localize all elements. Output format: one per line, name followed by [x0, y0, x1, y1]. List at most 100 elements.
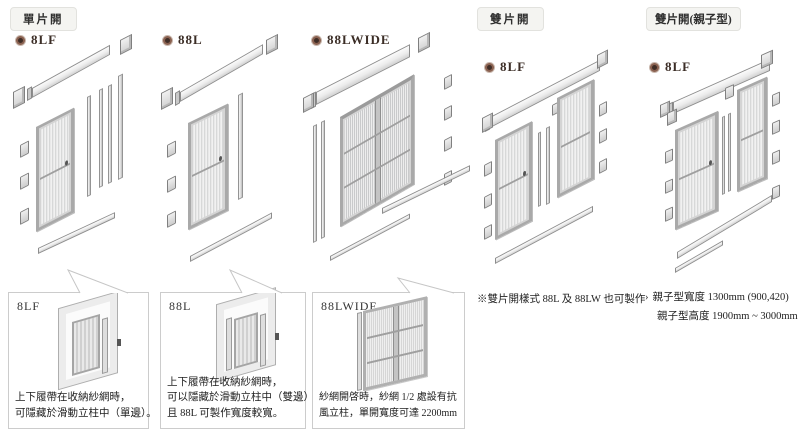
exploded-diagram-8lf	[8, 33, 150, 288]
mount-clip-part	[772, 119, 780, 135]
detail-drawing-88lwide	[349, 296, 441, 395]
corner-bracket-part	[597, 49, 608, 69]
vertical-slat-part	[313, 123, 317, 243]
detail-box-label: 8LF	[17, 299, 41, 313]
vertical-slat-part	[722, 115, 725, 195]
rail-endcap-part	[175, 90, 180, 106]
exploded-diagram-parent-child-8lf	[645, 49, 800, 287]
detail-box-text: 上下履帶在收納紗網時， 可以隱藏於滑動立柱中（雙邊） 且 88L 可製作寬度較寬…	[167, 375, 314, 422]
ring-dot-icon	[650, 62, 659, 72]
detail-box-8lf: 8LF 上下履帶在收納紗網時， 可隱藏於滑動立柱中（單邊）。	[8, 291, 157, 429]
section-header-double-label: 雙片開	[477, 7, 544, 31]
child-screen-panel-part	[737, 76, 767, 192]
detail-text-line: 可隱藏於滑動立柱中（單邊）。	[15, 407, 157, 419]
mount-clip-part	[665, 148, 673, 164]
vertical-slat-part	[87, 94, 91, 197]
section-header-single-label: 單片開	[10, 7, 77, 31]
vertical-slat-part	[546, 125, 550, 205]
mount-clip-part	[599, 100, 607, 117]
sliding-post-part	[102, 317, 108, 374]
detail-box-text: 紗網開啓時，紗網 1/2 處設有抗 風立柱，單開寬度可達 2200mm	[319, 390, 457, 421]
detail-box-label: 88L	[169, 299, 192, 313]
screen-panel-part	[234, 312, 258, 369]
pleated-screen-panel-part	[557, 79, 594, 198]
spec-height-text: 親子型高度 1900mm ~ 3000mm	[657, 311, 798, 322]
spec-width-text: 親子型寬度 1300mm (900,420)	[652, 292, 789, 303]
mount-clip-part	[444, 73, 452, 90]
variant-label: 88LWIDE	[327, 32, 391, 47]
detail-box-text: 上下履帶在收納紗網時， 可隱藏於滑動立柱中（單邊）。	[15, 390, 157, 421]
parent-screen-panel-part	[675, 110, 718, 230]
mount-clip-part	[167, 140, 176, 158]
mount-clip-part	[167, 210, 176, 228]
ring-dot-icon	[163, 35, 172, 45]
chevron-right-icon: ›	[645, 292, 649, 303]
vertical-slat-part	[99, 87, 103, 188]
spec-line-width: ›親子型寬度 1300mm (900,420)	[645, 288, 798, 307]
pleated-screen-panel-part	[188, 103, 228, 230]
double-note-text: ※雙片開樣式 88L 及 88LW 也可製作	[477, 294, 646, 305]
section-header-double: 雙片開	[477, 7, 544, 31]
vertical-slat-part	[238, 92, 243, 200]
wide-screen-door-part	[363, 296, 427, 391]
variant-label: 8LF	[500, 59, 527, 74]
detail-drawing-8lf	[51, 291, 143, 395]
vertical-slat-part	[108, 83, 112, 184]
callout-pointer	[66, 269, 129, 294]
mount-clip-part	[772, 184, 780, 200]
variant-row-8lf: 8LF	[16, 32, 57, 48]
detail-text-line: 且 88L 可製作寬度較寬。	[167, 407, 284, 419]
mount-clip-part	[599, 127, 607, 144]
corner-bracket-part	[161, 86, 173, 110]
ring-dot-icon	[485, 62, 494, 72]
sliding-post-part	[357, 311, 362, 391]
detail-box-88lwide: 88LWIDE 紗網開啓時，紗網 1/2 處設有抗 風立柱，單開寬度可達 220…	[312, 292, 465, 429]
spec-line-height: 親子型高度 1900mm ~ 3000mm	[657, 307, 798, 326]
latch-part	[117, 339, 121, 346]
section-header-parent-child: 雙片開(親子型)	[646, 7, 741, 31]
mount-clip-part	[665, 206, 673, 222]
mount-clip-part	[20, 140, 29, 158]
screen-panel-part	[72, 313, 100, 376]
callout-pointer	[396, 277, 455, 294]
section-header-single: 單片開	[10, 7, 77, 31]
detail-text-line: 可以隱藏於滑動立柱中（雙邊）	[167, 392, 314, 403]
top-rail-part	[180, 44, 263, 102]
variant-label: 88L	[178, 32, 203, 47]
mount-clip-part	[772, 149, 780, 165]
connector-clip-part	[725, 83, 734, 100]
corner-bracket-part	[303, 92, 314, 113]
mount-clip-part	[484, 223, 492, 240]
mount-clip-part	[484, 160, 492, 177]
mount-clip-part	[484, 192, 492, 209]
mount-clip-part	[665, 178, 673, 194]
latch-part	[275, 333, 279, 340]
sliding-post-part	[260, 313, 266, 367]
wide-screen-panel-part	[340, 74, 414, 227]
anti-wind-mullion-part	[393, 305, 399, 382]
variant-row-parent-child-8lf: 8LF	[650, 59, 691, 75]
mount-clip-part	[20, 207, 29, 225]
mount-clip-part	[444, 104, 452, 121]
corner-bracket-part	[667, 108, 677, 126]
corner-bracket-part	[266, 33, 278, 55]
rail-endcap-part	[27, 86, 32, 101]
exploded-diagram-double-8lf	[477, 49, 633, 287]
detail-text-line: 紗網開啓時，紗網 1/2 處設有抗	[319, 392, 457, 403]
corner-bracket-part	[13, 85, 25, 109]
detail-box-88l: 88L 上下履帶在收納紗網時， 可以隱藏於滑動立柱中（雙邊） 且 88L 可製作…	[160, 287, 314, 429]
detail-text-line: 上下履帶在收納紗網時，	[15, 392, 131, 403]
section-header-parent-child-label: 雙片開(親子型)	[646, 7, 741, 31]
detail-drawing-88l	[209, 287, 301, 385]
vertical-slat-part	[538, 131, 541, 207]
ring-dot-icon	[312, 35, 321, 45]
mount-clip-part	[772, 91, 780, 107]
detail-text-line: 上下履帶在收納紗網時，	[167, 376, 283, 388]
mount-clip-part	[444, 135, 452, 152]
vertical-slat-part	[321, 119, 325, 239]
detail-box-label: 88LWIDE	[321, 299, 378, 313]
mount-clip-part	[599, 157, 607, 174]
detail-text-line: 風立柱，單開寬度可達 2200mm	[319, 407, 458, 419]
variant-label: 8LF	[31, 32, 58, 47]
